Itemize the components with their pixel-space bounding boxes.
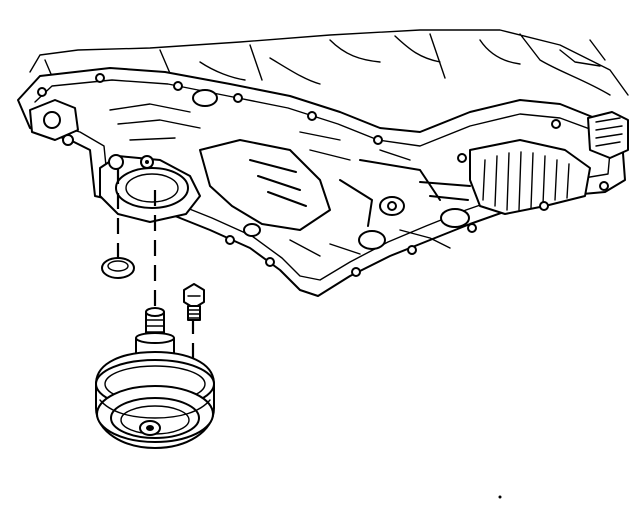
pan-left-tab-hole [43, 111, 61, 129]
pan-internal-detail [109, 103, 451, 257]
pan-sump-ribs [482, 151, 570, 211]
o-ring-seal [101, 257, 135, 279]
pan-bosses [192, 89, 470, 250]
artifact-dot [498, 495, 502, 499]
oil-pan [17, 29, 629, 297]
pan-right-bracket-ribs [595, 117, 623, 147]
engine-block-detail [199, 39, 606, 85]
oil-filter-mount-ring [125, 173, 179, 203]
pan-flange-bolts [37, 73, 609, 277]
pan-right-bracket [587, 111, 629, 159]
pan-internal-ribs [199, 139, 471, 231]
adapter-port-left [108, 154, 124, 170]
adapter-port-center [145, 160, 149, 164]
pan-sump [469, 139, 591, 215]
oil-filter-stem-tip [145, 307, 165, 317]
oil-filter [95, 307, 215, 449]
pan-left-tab-bolt [62, 134, 74, 146]
mounting-bolt [183, 283, 205, 321]
